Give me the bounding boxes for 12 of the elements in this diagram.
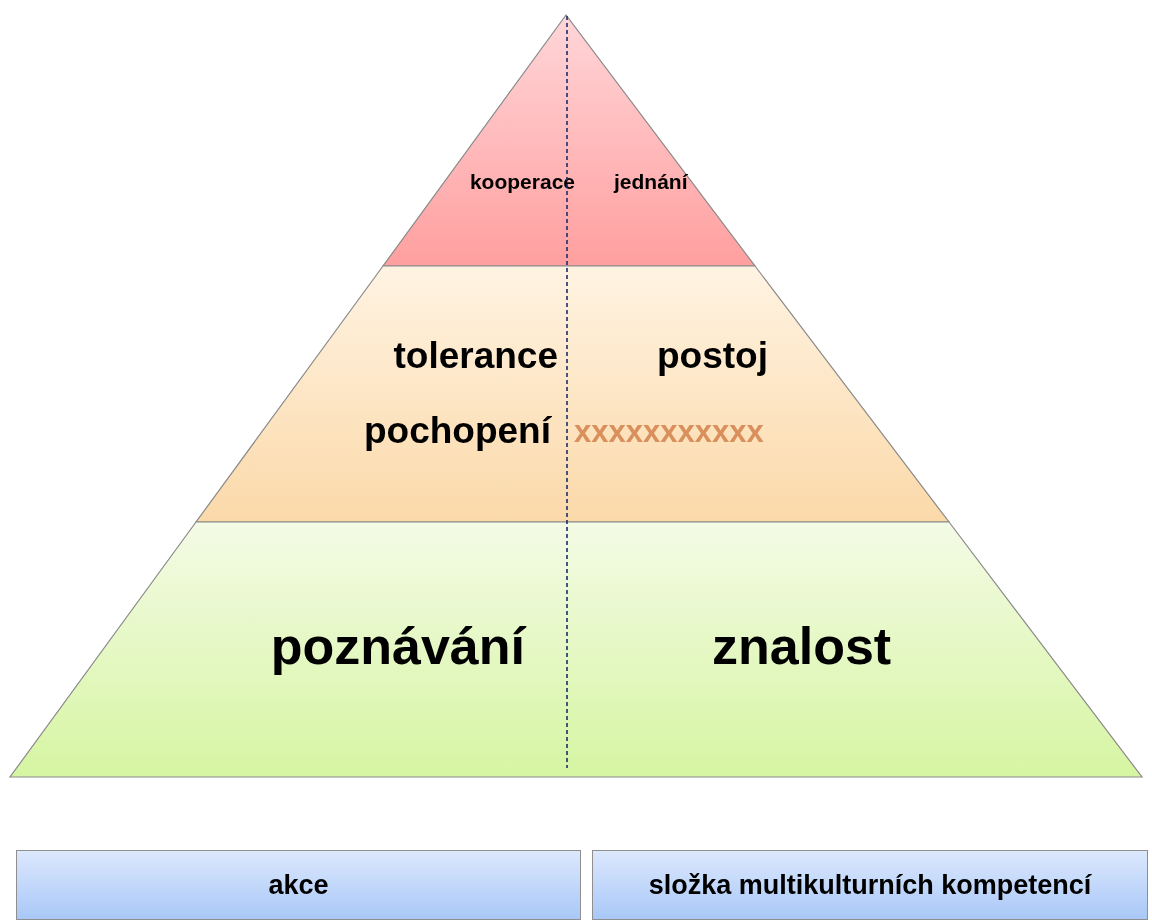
- tier-label: kooperace: [469, 170, 575, 194]
- tier-label: jednání: [614, 170, 688, 194]
- tier-label: xxxxxxxxxxx: [574, 415, 764, 450]
- pyramid-base-tier: [10, 522, 1142, 777]
- pyramid-top-tier: [383, 15, 755, 266]
- caption-box: složka multikulturních kompetencí: [592, 850, 1148, 920]
- tier-label: poznávání: [270, 618, 525, 676]
- tier-label: tolerance: [393, 336, 558, 377]
- tier-label: pochopení: [363, 411, 551, 452]
- caption-box: akce: [16, 850, 581, 920]
- tier-label: znalost: [712, 618, 892, 676]
- tier-label: postoj: [657, 336, 768, 377]
